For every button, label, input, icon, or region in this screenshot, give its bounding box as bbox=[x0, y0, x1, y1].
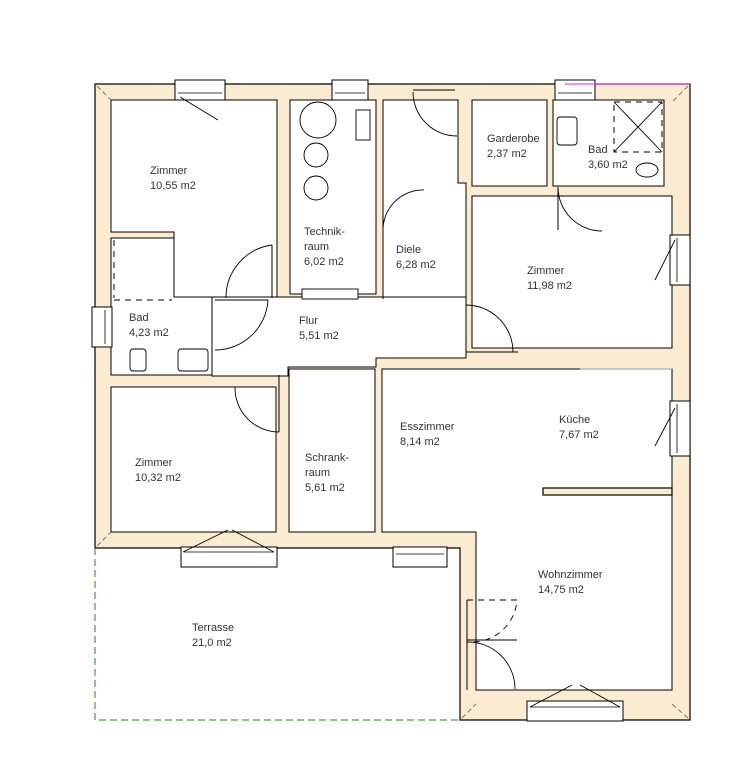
doors bbox=[214, 89, 603, 690]
room-zimmer-ne bbox=[471, 195, 673, 349]
room-living-area bbox=[381, 368, 673, 691]
corner-miters bbox=[96, 85, 689, 719]
kitchen-counter bbox=[542, 368, 673, 496]
windows bbox=[91, 79, 691, 722]
walls bbox=[94, 83, 691, 721]
room-schrankraum bbox=[288, 368, 376, 533]
room-garderobe bbox=[471, 99, 548, 187]
terrace-border bbox=[94, 548, 460, 721]
room-zimmer-sw bbox=[110, 386, 277, 533]
room-flur bbox=[211, 296, 467, 377]
fixtures bbox=[129, 101, 663, 372]
